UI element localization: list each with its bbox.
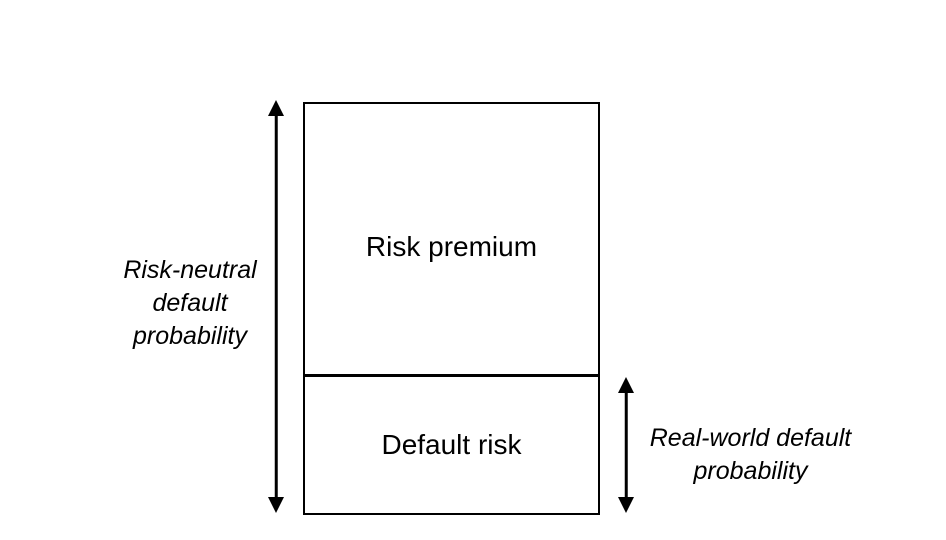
real-world-label-line-1: Real-world default <box>649 424 852 452</box>
risk-neutral-label-line-2: default <box>152 289 228 317</box>
risk-neutral-label: Risk-neutral default probability <box>85 254 295 353</box>
default-risk-section-label: Default risk <box>381 429 522 460</box>
stacked-box: Risk premium Default risk <box>303 102 600 515</box>
default-risk-section: Default risk <box>305 374 598 513</box>
arrow-shaft <box>624 390 628 500</box>
arrow-down-icon <box>618 497 634 513</box>
risk-neutral-label-line-3: probability <box>133 322 247 350</box>
risk-premium-section-label: Risk premium <box>365 231 538 262</box>
real-world-label-line-2: probability <box>693 457 808 485</box>
arrow-up-icon <box>618 377 634 393</box>
arrow-up-icon <box>268 100 284 116</box>
arrow-shaft <box>274 113 278 500</box>
real-world-label: Real-world default probability <box>628 422 873 488</box>
risk-neutral-double-arrow <box>266 100 286 513</box>
risk-premium-section: Risk premium <box>305 104 598 374</box>
arrow-down-icon <box>268 497 284 513</box>
real-world-double-arrow <box>616 377 636 513</box>
risk-neutral-label-line-1: Risk-neutral <box>123 256 257 284</box>
